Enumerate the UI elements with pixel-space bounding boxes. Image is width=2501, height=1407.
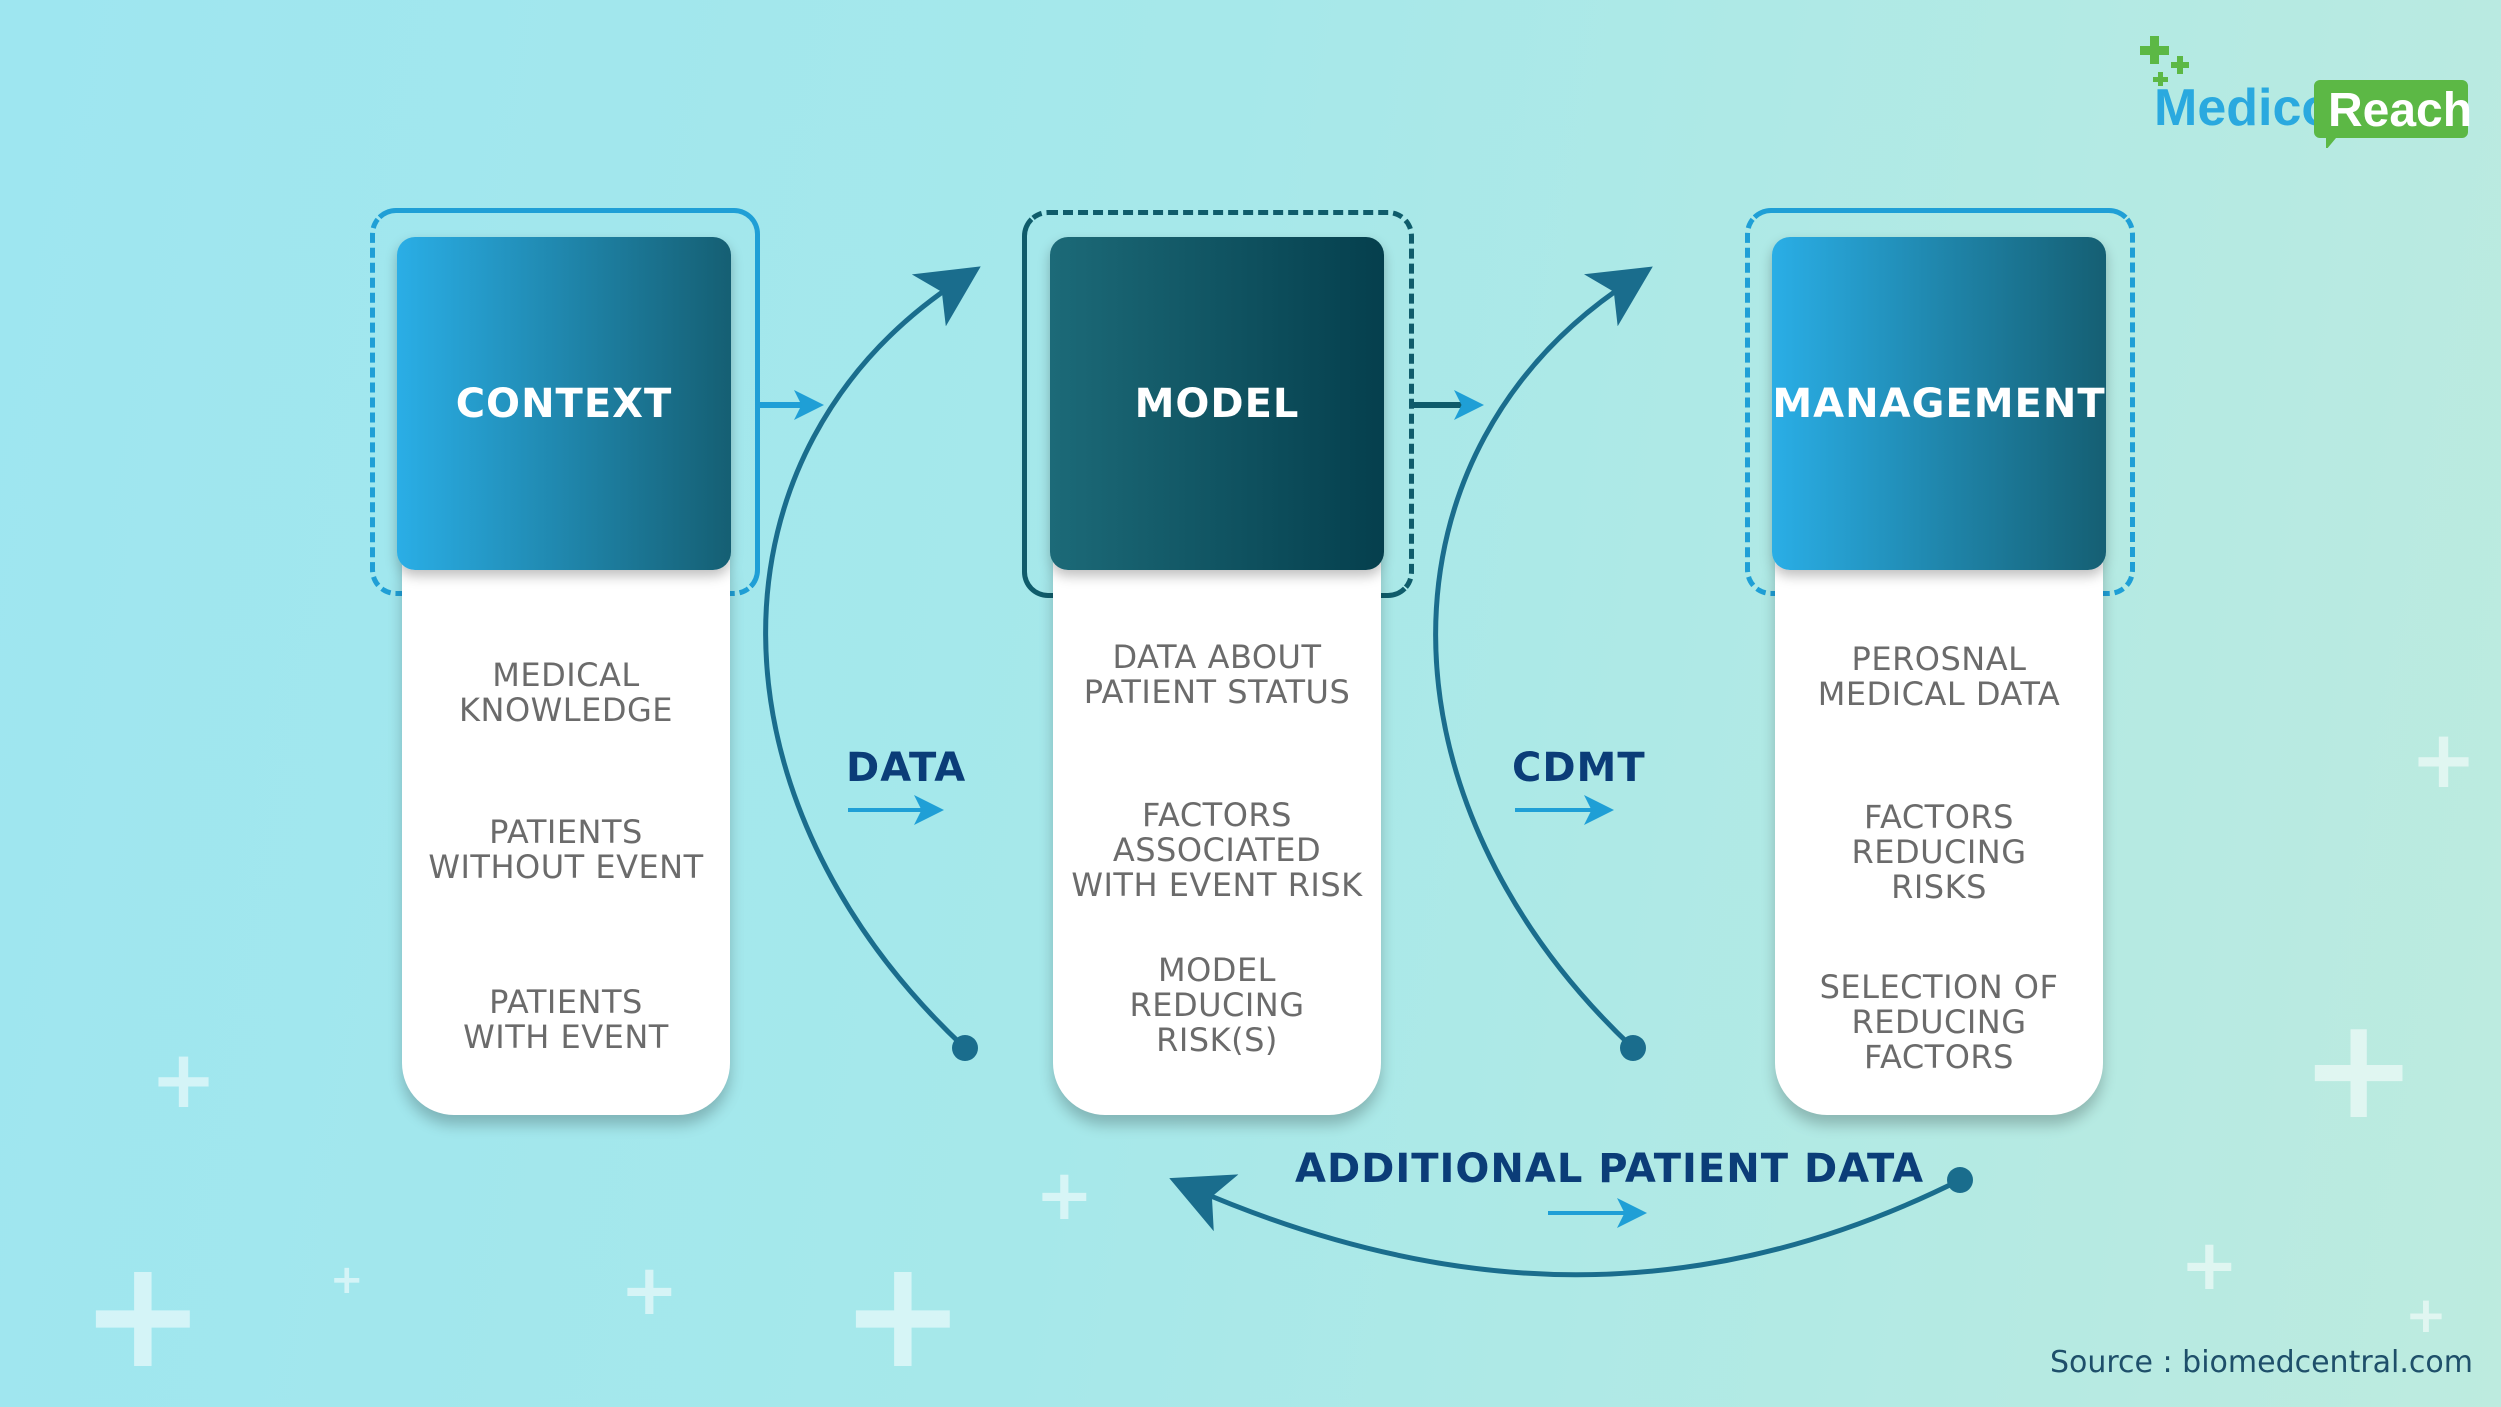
plus-decoration-icon: + <box>2180 1224 2239 1306</box>
logo-text-reach: Reach <box>2328 84 2472 137</box>
cdmt-flow-label: CDMT <box>1512 745 1646 791</box>
logo-text-medico: Medico <box>2154 79 2333 137</box>
management-header: MANAGEMENT <box>1772 237 2106 570</box>
context-header: CONTEXT <box>397 237 731 570</box>
plus-decoration-icon: + <box>330 1257 364 1303</box>
plus-decoration-icon: + <box>2410 713 2478 806</box>
model-header: MODEL <box>1050 237 1384 570</box>
plus-decoration-icon: + <box>840 1228 966 1402</box>
management-item-personal-medical-data: PEROSNAL MEDICAL DATA <box>1817 640 2061 713</box>
data-flow-label: DATA <box>846 745 967 791</box>
management-card: PEROSNAL MEDICAL DATA FACTORS REDUCING R… <box>1775 560 2103 1115</box>
model-card: DATA ABOUT PATIENT STATUS FACTORS ASSOCI… <box>1053 560 1381 1115</box>
feedback-curve-arrow <box>1169 1174 1962 1278</box>
model-item-factors-associated: FACTORS ASSOCIATED WITH EVENT RISK <box>1071 796 1363 904</box>
context-card: MEDICAL KNOWLEDGE PATIENTS WITHOUT EVENT… <box>402 560 730 1115</box>
cdmt-curve-arrow <box>1433 266 1653 1050</box>
model-title: MODEL <box>1134 380 1300 427</box>
medicoreach-logo-icon: Medico Reach <box>2140 36 2472 148</box>
management-item-factors-reducing-risks: FACTORS REDUCING RISKS <box>1851 798 2027 906</box>
plus-decoration-icon: + <box>2405 1286 2447 1344</box>
model-item-data-about-patient-status: DATA ABOUT PATIENT STATUS <box>1083 638 1351 711</box>
model-item-model-reducing-risks: MODEL REDUCING RISK(S) <box>1129 951 1305 1059</box>
source-credit: Source : biomedcentral.com <box>2049 1345 2473 1380</box>
context-item-patients-with-event: PATIENTS WITH EVENT <box>463 983 669 1056</box>
cdmt-curve-origin-dot <box>1620 1035 1646 1061</box>
data-curve-arrow <box>763 266 981 1050</box>
context-title: CONTEXT <box>455 380 673 427</box>
plus-decoration-icon: + <box>150 1033 218 1126</box>
feedback-curve-origin-dot <box>1947 1167 1973 1193</box>
management-item-selection-of-factors: SELECTION OF REDUCING FACTORS <box>1819 968 2059 1076</box>
additional-patient-data-label: ADDITIONAL PATIENT DATA <box>1295 1146 1925 1192</box>
context-item-medical-knowledge: MEDICAL KNOWLEDGE <box>459 656 673 729</box>
data-curve-origin-dot <box>952 1035 978 1061</box>
context-item-patients-without-event: PATIENTS WITHOUT EVENT <box>428 813 704 886</box>
plus-decoration-icon: + <box>80 1228 206 1402</box>
plus-decoration-icon: + <box>620 1249 679 1331</box>
plus-decoration-icon: + <box>1035 1154 1094 1236</box>
management-title: MANAGEMENT <box>1772 380 2106 427</box>
plus-decoration-icon: + <box>2300 988 2418 1151</box>
